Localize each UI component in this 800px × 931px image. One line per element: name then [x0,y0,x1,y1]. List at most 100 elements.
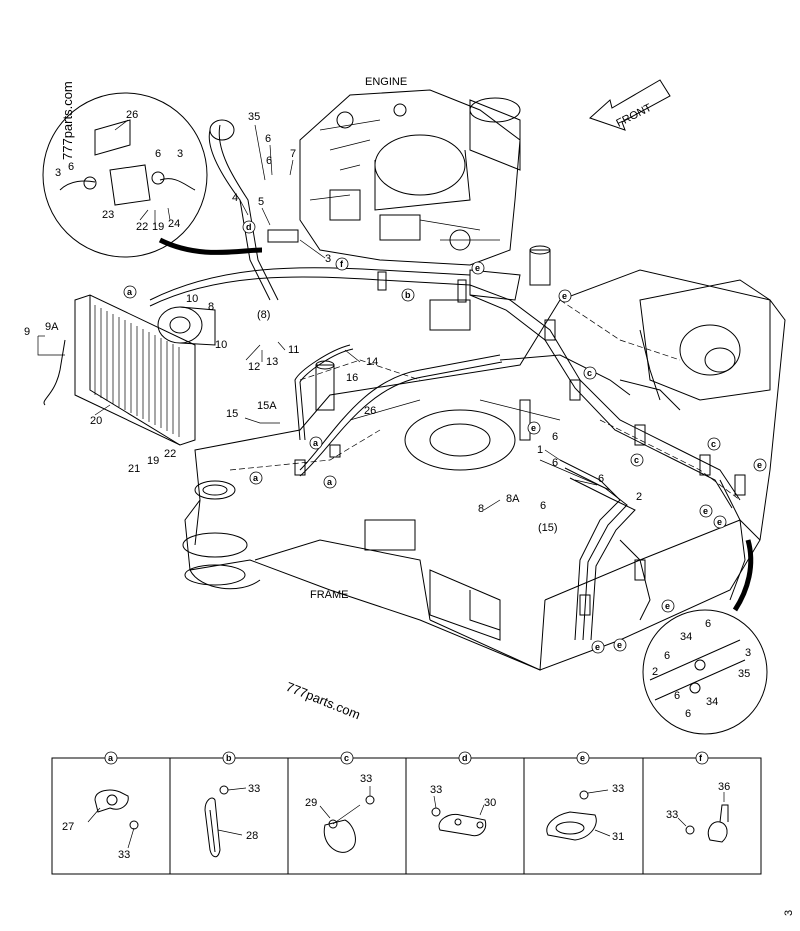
callout: 6 [705,618,711,630]
callout: 26 [126,109,138,121]
tag-a: a [123,285,137,299]
tag-e: e [753,458,767,472]
callout: 2 [636,491,642,503]
svg-text:a: a [313,438,319,448]
svg-text:e: e [580,753,585,763]
legend-cell-a: a 27 33 [62,751,139,861]
callout: 1 [537,444,543,456]
callout: 8 [208,301,214,313]
legend-cell-d: d 33 30 [430,751,496,837]
callout: (8) [257,309,270,321]
callout: 3 [177,148,183,160]
callout: 9 [24,326,30,338]
svg-text:e: e [665,601,670,611]
callout: 6 [265,133,271,145]
callout: 3 [325,253,331,265]
tag-a: a [309,436,323,450]
svg-text:a: a [127,287,133,297]
callout: 16 [346,372,358,384]
part-number: 33 [430,784,442,796]
legend-cell-c: c 33 29 [305,751,375,853]
callout: 34 [706,696,718,708]
legend-cell-e: e 33 31 [546,751,624,843]
callout: 8 [478,503,484,515]
callout: 19 [147,455,159,467]
svg-text:e: e [531,423,536,433]
svg-text:e: e [595,642,600,652]
svg-text:d: d [462,753,468,763]
tag-c: c [707,437,721,451]
callout: 23 [102,209,114,221]
callout: 35 [248,111,260,123]
svg-text:e: e [717,517,722,527]
callout: 9A [45,321,59,333]
callout: 13 [266,356,278,368]
receiver-drier-drawing [315,360,335,411]
svg-text:c: c [634,455,639,465]
callout: 22 [136,221,148,233]
part-number: 30 [484,797,496,809]
part-number: 31 [612,831,624,843]
svg-text:a: a [327,477,333,487]
front-label: FRONT [614,102,653,130]
part-number: 28 [246,830,258,842]
svg-text:b: b [405,290,411,300]
callout: 15 [226,408,238,420]
legend-cell-f: f 36 33 [666,751,730,843]
callout: 6 [552,431,558,443]
tag-e: e [591,640,605,654]
svg-text:a: a [108,753,114,763]
callout: 6 [664,650,670,662]
part-number: 36 [718,781,730,793]
part-number: 33 [612,783,624,795]
tag-c: c [630,453,644,467]
svg-text:c: c [344,753,349,763]
svg-text:a: a [253,473,259,483]
clip-markers [267,229,746,616]
callouts-detail-upper: 26 6 3 3 6 23 22 19 24 [55,109,183,233]
tag-c: c [583,366,597,380]
tag-e: e [613,638,627,652]
callout: 6 [685,708,691,720]
tag-a: a [249,471,263,485]
hoses [149,119,746,641]
part-number: 29 [305,797,317,809]
callout: 3 [55,167,61,179]
callout: 5 [258,196,264,208]
callout: 19 [152,221,164,233]
detail-upper [42,92,263,258]
callouts-detail-lower: 34 6 3 35 6 2 6 34 6 [652,618,751,720]
callout: 6 [540,500,546,512]
callout: 6 [68,161,74,173]
svg-text:b: b [226,753,232,763]
tag-e: e [558,289,572,303]
tag-f: f [335,257,349,271]
part-number: 33 [248,783,260,795]
callout: 24 [168,218,180,230]
tag-e: e [661,599,675,613]
callout: 6 [598,473,604,485]
tag-a: a [323,475,337,489]
callout: 21 [128,463,140,475]
callout: 20 [90,415,102,427]
callout: 6 [552,457,558,469]
callout: 2 [652,666,658,678]
svg-text:e: e [757,460,762,470]
corner-mark: 3 [783,910,795,916]
tag-d: d [242,220,256,234]
callout: 15A [257,400,277,412]
callout: 6 [155,148,161,160]
svg-text:c: c [587,368,592,378]
frame-label: FRAME [310,589,349,601]
tag-b: b [401,288,415,302]
callout: 11 [288,344,299,356]
callout: 10 [186,293,198,305]
tag-e: e [527,421,541,435]
callout: 6 [674,690,680,702]
tag-e: e [713,515,727,529]
tag-e: e [471,261,485,275]
svg-text:f: f [699,753,703,763]
callout: 8A [506,493,520,505]
